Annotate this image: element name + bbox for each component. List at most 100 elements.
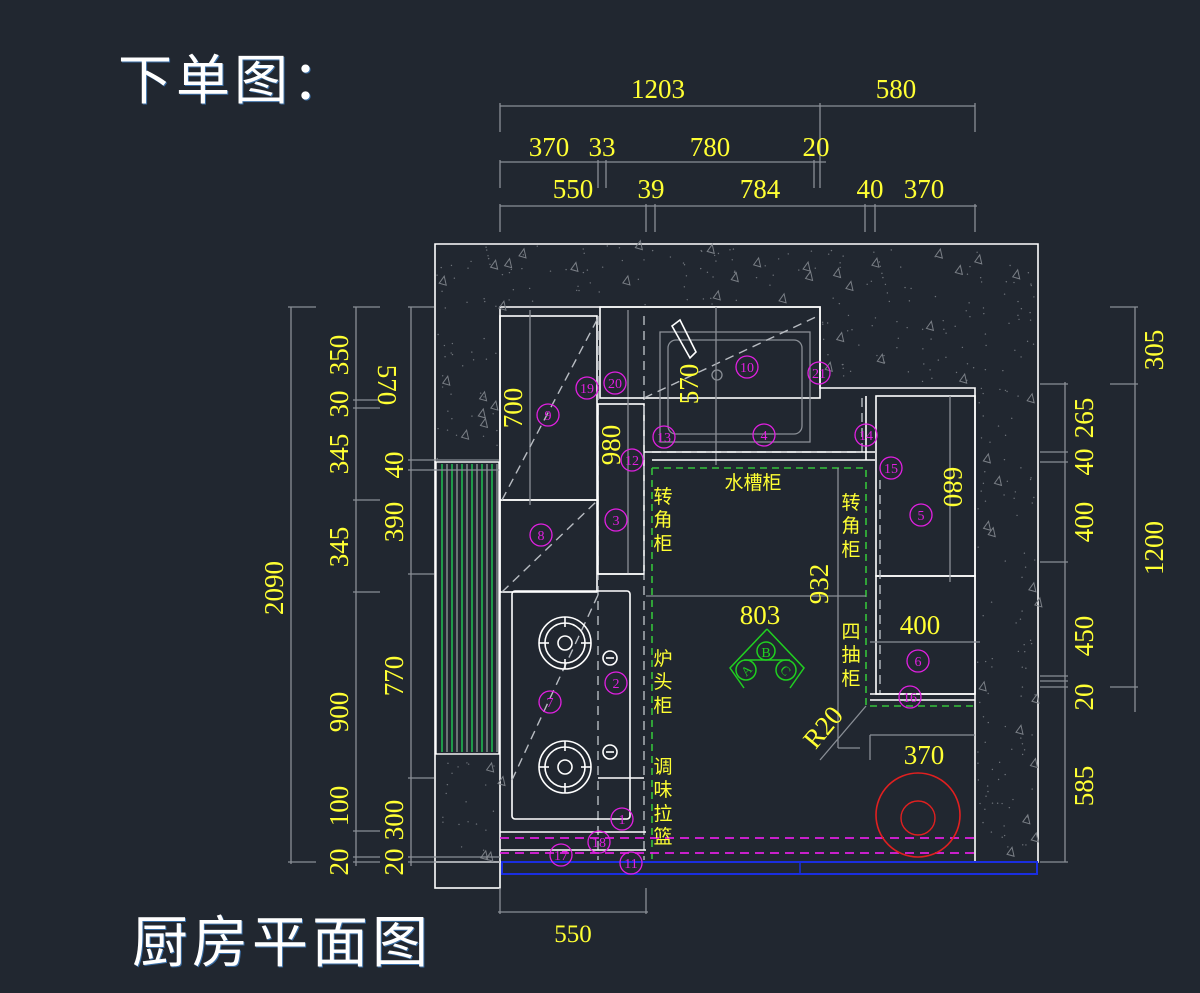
work-triangle-symbol: B A C [729, 628, 805, 689]
marker-9: 9 [536, 403, 560, 427]
label-sink-cabinet: 水槽柜 [724, 472, 781, 494]
marker-1: 1 [610, 807, 634, 831]
marker-6: 6 [906, 649, 930, 673]
marker-10: 10 [735, 355, 759, 379]
bottom-dimensions: 550 [498, 888, 648, 948]
dim-left-390: 390 [379, 502, 409, 543]
dim-top-370: 370 [529, 132, 570, 162]
marker-label: 3 [613, 514, 620, 529]
faucet-icon [670, 318, 697, 360]
kitchen-plan-title: 厨房平面图 [132, 911, 432, 976]
marker-label: 11 [624, 857, 637, 872]
label-seasoning-3: 拉 [653, 803, 672, 825]
label-corner-right-3: 柜 [841, 539, 860, 561]
marker-12: 12 [620, 448, 644, 472]
label-corner-right-1: 转 [841, 492, 860, 514]
dim-left-2090: 2090 [259, 561, 289, 615]
dim-left-300: 300 [379, 800, 409, 841]
stove-knob-top-icon [602, 650, 618, 666]
marker-label: 17 [554, 849, 568, 864]
sink-drain-icon [711, 369, 723, 381]
dim-680: 680 [938, 467, 968, 508]
dim-top-784: 784 [740, 174, 781, 204]
sink-basin-outer [659, 331, 811, 443]
walls [434, 239, 1043, 889]
label-corner-left-2: 角 [653, 509, 672, 531]
burner-top-icon [538, 616, 592, 670]
dim-top-550: 550 [553, 174, 594, 204]
stove-knob-bottom-icon [602, 744, 618, 760]
dim-left-40: 40 [379, 452, 409, 479]
marker-label: 14 [859, 429, 873, 444]
dim-right-20: 20 [1069, 684, 1099, 711]
dim-top-33: 33 [589, 132, 616, 162]
marker-label: 20 [608, 377, 622, 392]
label-stove-2: 头 [653, 671, 672, 693]
marker-17: 17 [549, 843, 573, 867]
marker-label: 9 [545, 409, 552, 424]
label-corner-right-2: 角 [841, 515, 860, 537]
label-stove-3: 柜 [653, 695, 672, 717]
dim-803: 803 [740, 600, 781, 630]
cabinets [499, 306, 1038, 875]
marker-label: 2 [613, 677, 620, 692]
dim-400: 400 [900, 610, 941, 640]
marker-label: 1 [619, 813, 626, 828]
dim-right-450: 450 [1069, 616, 1099, 657]
marker-4: 4 [752, 423, 776, 447]
marker-label: 16 [903, 691, 917, 706]
marker-18: 18 [587, 830, 611, 854]
marker-14: 14 [854, 423, 878, 447]
dim-570: 570 [674, 364, 704, 405]
wall-bottom-left [434, 861, 501, 889]
marker-15: 15 [879, 456, 903, 480]
marker-label: 7 [547, 696, 554, 711]
dim-top-370b: 370 [904, 174, 945, 204]
dim-left-770: 770 [379, 656, 409, 697]
stove-cooktop [511, 590, 631, 820]
marker-label: 18 [592, 836, 606, 851]
dim-left-30: 30 [324, 391, 354, 418]
marker-13: 13 [652, 425, 676, 449]
label-stove-1: 炉 [653, 648, 672, 670]
marker-11: 11 [619, 851, 643, 875]
marker-label: 6 [915, 655, 922, 670]
dim-right-40: 40 [1069, 449, 1099, 476]
marker-label: 13 [657, 431, 671, 446]
marker-label: 5 [918, 509, 925, 524]
dim-top-39: 39 [638, 174, 665, 204]
left-dimensions: 2090 350 30 345 345 900 100 20 570 40 39… [259, 306, 500, 876]
dim-left-900: 900 [324, 692, 354, 733]
cabinet-labels: 水槽柜 转 角 柜 转 角 柜 炉 头 柜 调 味 拉 篮 四 抽 柜 [653, 472, 860, 848]
dim-right-1200: 1200 [1139, 521, 1169, 575]
marker-3: 3 [604, 508, 628, 532]
symbol-c: C [777, 662, 794, 679]
dim-370-fridge: 370 [904, 740, 945, 770]
dim-left-100: 100 [324, 786, 354, 827]
dim-top-1203: 1203 [631, 74, 685, 104]
order-drawing-title: 下单图： [118, 49, 350, 112]
window-left [435, 461, 500, 755]
marker-20: 20 [603, 371, 627, 395]
marker-label: 19 [580, 382, 594, 397]
label-corner-left-1: 转 [653, 486, 672, 508]
dim-right-265: 265 [1069, 398, 1099, 439]
marker-21: 21 [807, 361, 831, 385]
dim-left-20b: 20 [379, 849, 409, 876]
marker-label: 4 [761, 429, 768, 444]
dim-top-20: 20 [803, 132, 830, 162]
sink-cabinet-top [599, 306, 821, 399]
marker-label: 10 [740, 361, 754, 376]
label-drawer-2: 抽 [841, 644, 860, 666]
symbol-b: B [761, 646, 770, 661]
top-dimensions: 1203 580 370 33 780 20 550 39 784 40 370 [499, 74, 977, 232]
dim-left-570: 570 [372, 365, 402, 406]
label-seasoning-1: 调 [653, 756, 672, 778]
dim-700: 700 [498, 388, 528, 429]
dim-bottom-550: 550 [554, 921, 592, 948]
marker-19: 19 [575, 376, 599, 400]
label-seasoning-2: 味 [653, 779, 672, 801]
marker-16: 16 [898, 685, 922, 709]
